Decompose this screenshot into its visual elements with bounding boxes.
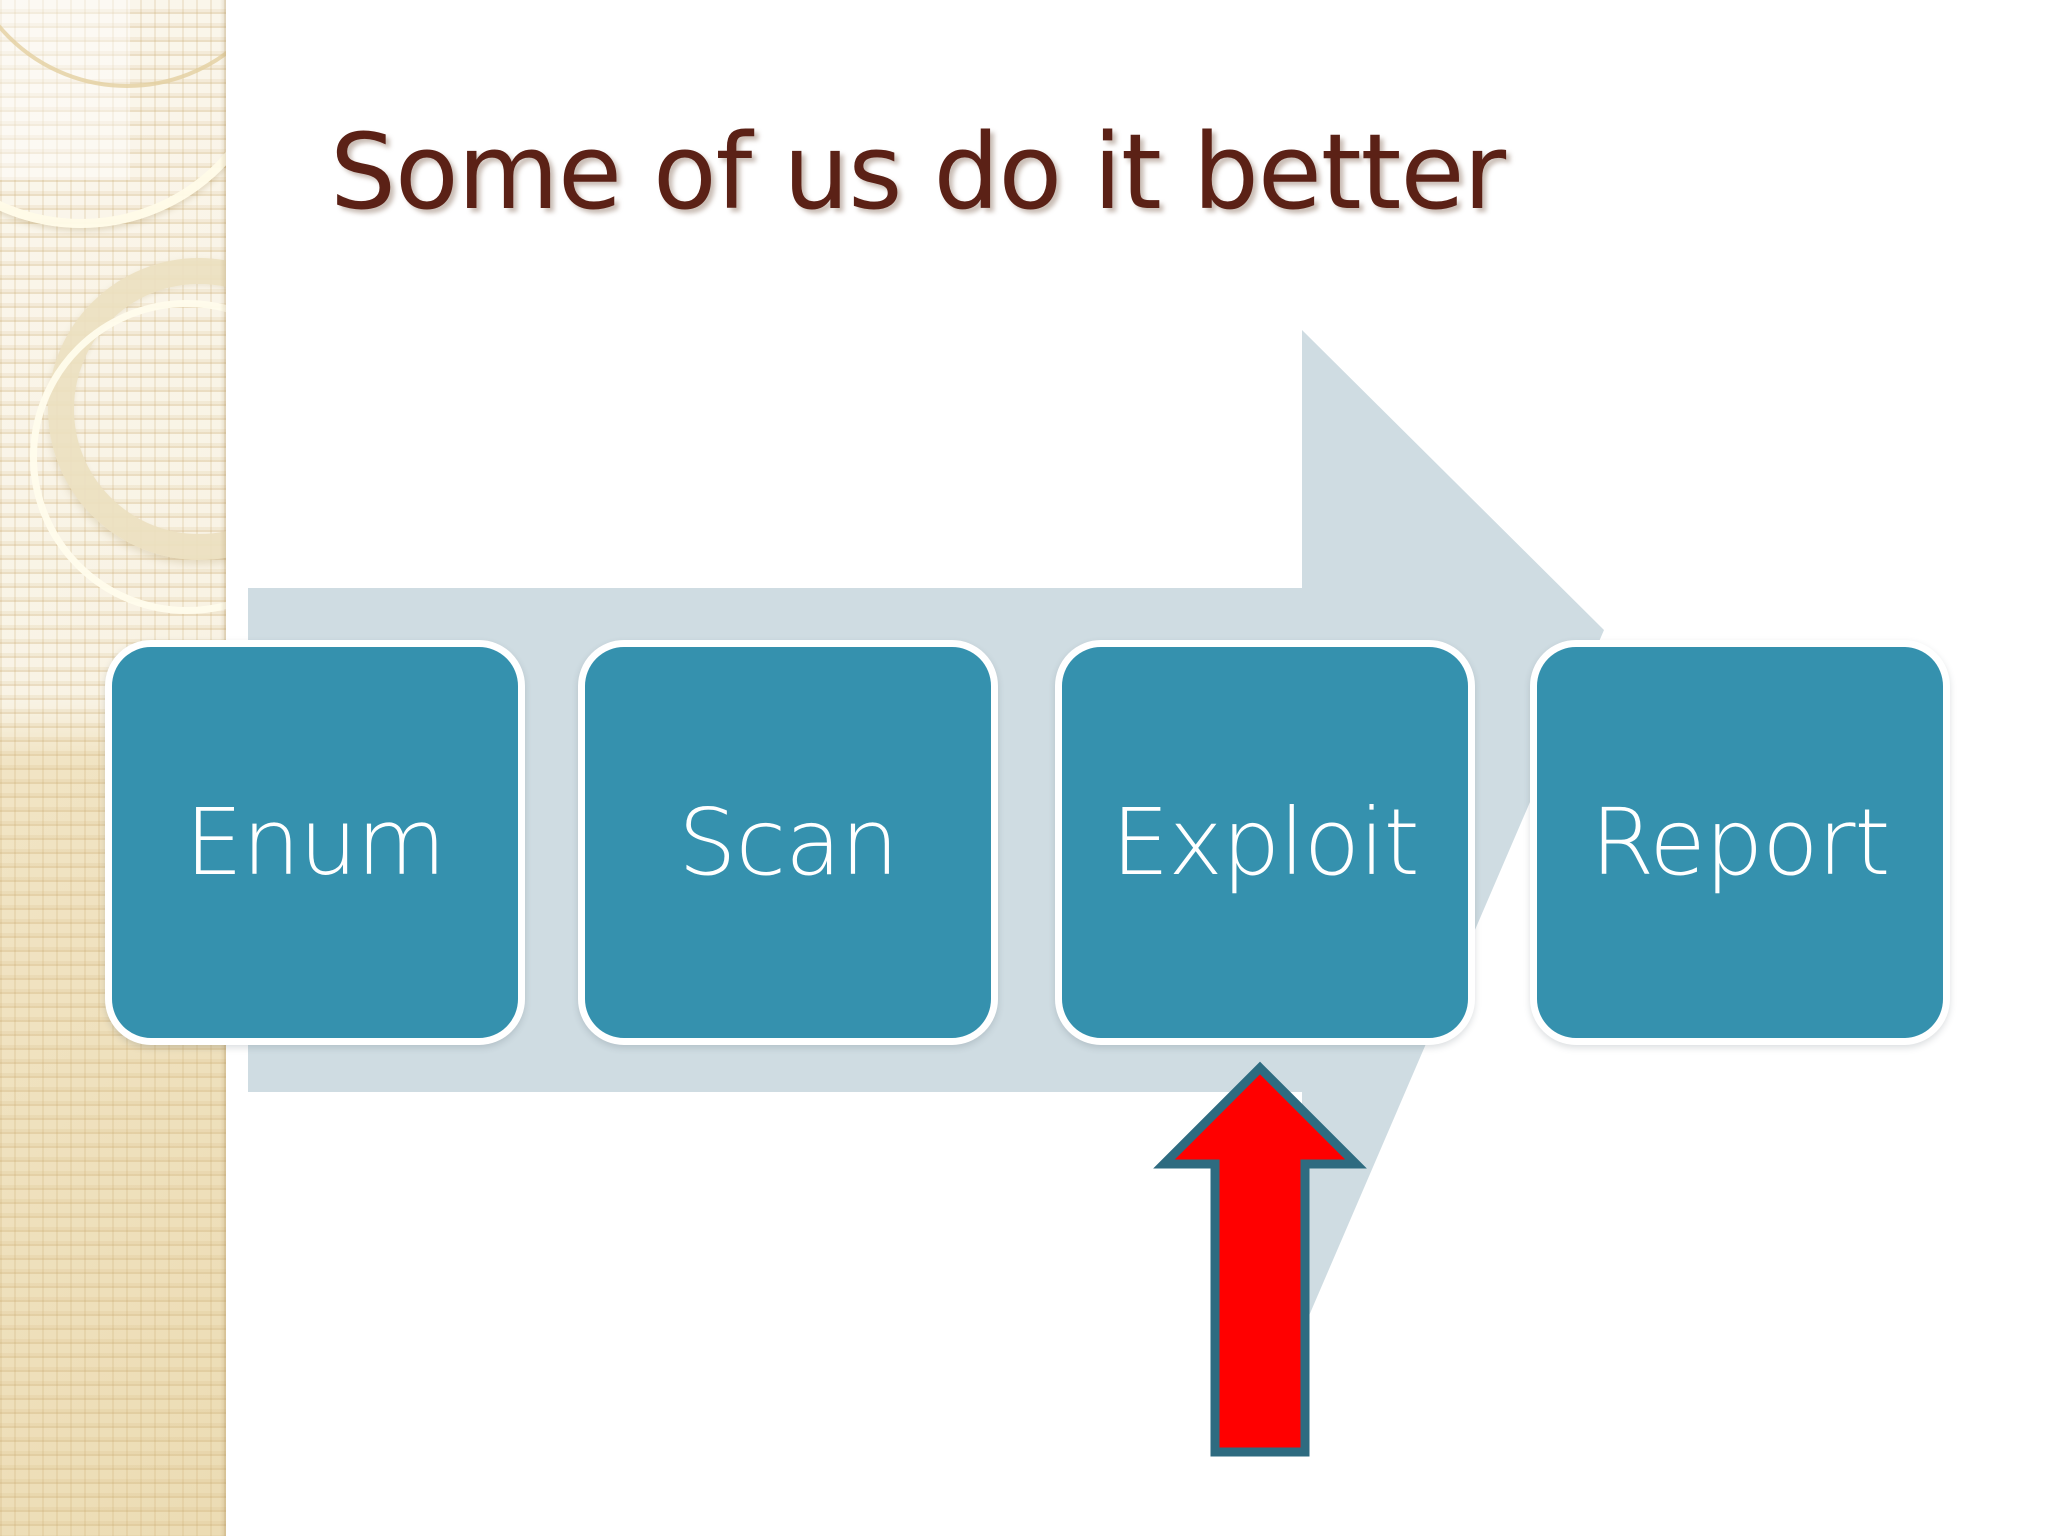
stage-label-report: Report <box>1590 788 1891 896</box>
stage-box-exploit[interactable]: Exploit <box>1055 640 1475 1045</box>
stage-box-report[interactable]: Report <box>1530 640 1950 1045</box>
stage-label-exploit: Exploit <box>1111 788 1419 896</box>
stage-label-enum: Enum <box>184 788 446 896</box>
stage-box-scan[interactable]: Scan <box>578 640 998 1045</box>
red-up-arrow-polygon <box>1153 1061 1367 1457</box>
page-title: Some of us do it better <box>330 111 1506 233</box>
process-stage-row: Enum Scan Exploit Report <box>0 640 2048 1045</box>
sidebar-ring-large-icon <box>0 0 226 228</box>
red-up-arrow-icon <box>1153 1061 1367 1457</box>
stage-label-scan: Scan <box>678 788 899 896</box>
stage-box-enum[interactable]: Enum <box>105 640 525 1045</box>
